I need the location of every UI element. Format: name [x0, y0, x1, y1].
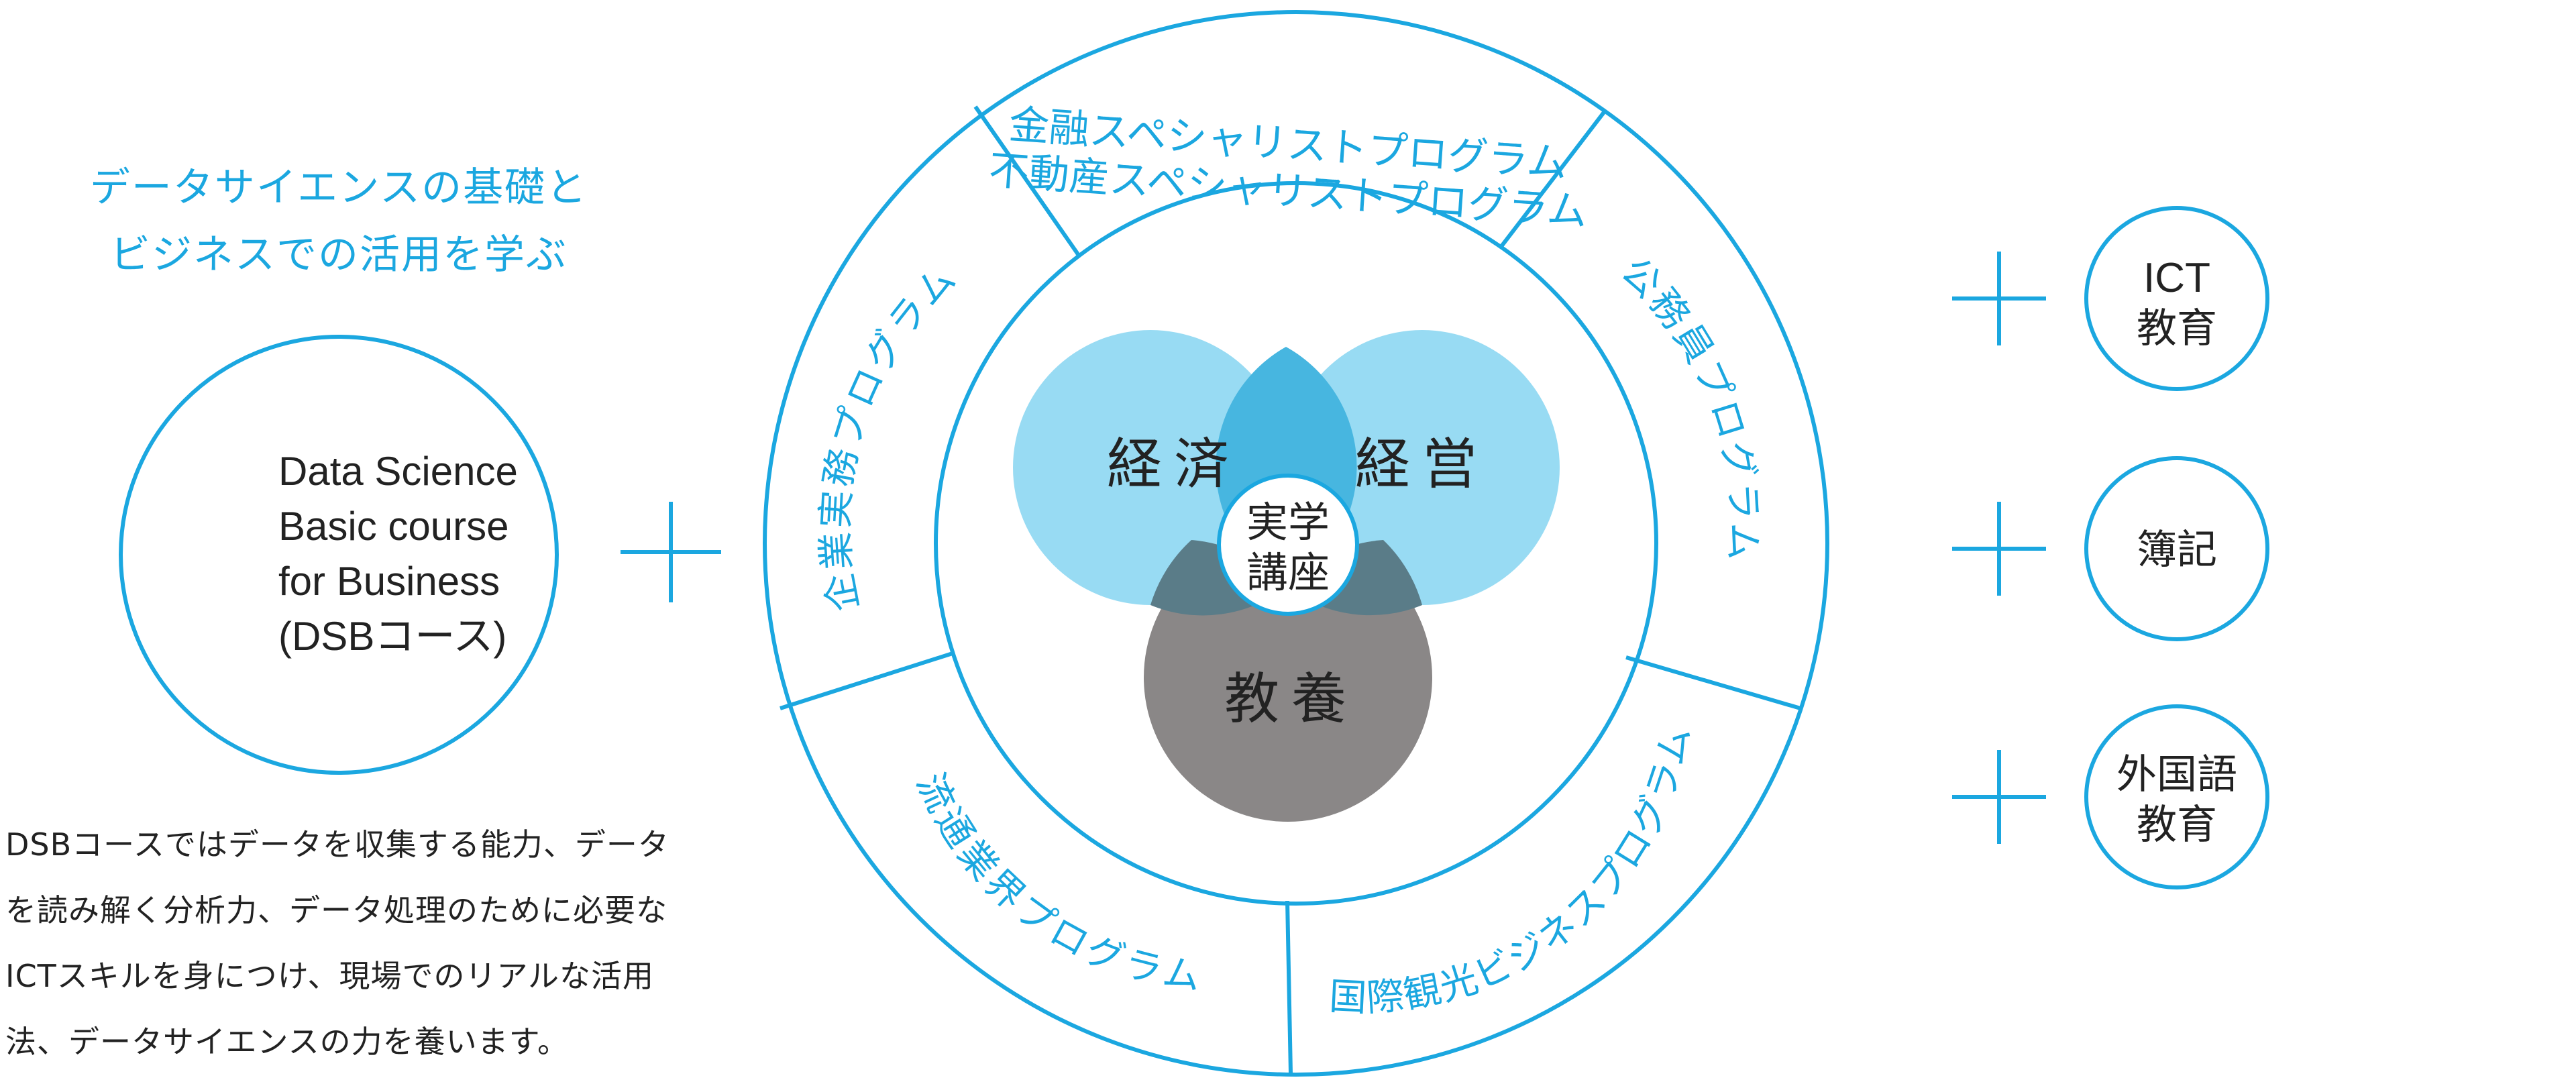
venn-management-label: 経営 [1355, 433, 1489, 496]
program-corporate-path: 企業実務プログラム [814, 256, 963, 615]
ict-education-circle [2084, 206, 2269, 391]
dsb-course-line-4: (DSBコース) [278, 614, 507, 659]
inner-ring [934, 181, 1658, 906]
center-label-line-1: 実学 [1246, 498, 1330, 547]
description-line-4: 法、データサイエンスの力を養います。 [5, 1024, 570, 1060]
dsb-course-line-3: for Business [278, 559, 500, 604]
plus-sign-bookkeeping [1952, 502, 2046, 596]
language-education-circle [2084, 704, 2269, 889]
venn-economics-label: 経済 [1107, 433, 1241, 496]
tagline-line-2: ビジネスでの活用を学ぶ [110, 231, 568, 278]
center-practical-circle [1217, 474, 1359, 616]
dsb-course-label: Data Science Basic course for Business (… [278, 444, 518, 664]
venn-liberal-arts-label: 教養 [1224, 667, 1358, 731]
description-line-1: DSBコースではデータを収集する能力、データ [5, 826, 669, 863]
ict-education-line-2: 教育 [2137, 305, 2217, 352]
tagline-line-1: データサイエンスの基礎と [89, 164, 588, 211]
dsb-course-line-2: Basic course [278, 504, 509, 549]
description-line-2: を読み解く分析力、データ処理のために必要な [5, 892, 667, 928]
plus-sign-ict [1952, 252, 2046, 345]
dsb-course-line-1: Data Science [278, 449, 518, 494]
center-label-line-2: 講座 [1246, 548, 1330, 597]
language-education-line-2: 教育 [2137, 802, 2217, 849]
ring-dividers [780, 105, 1801, 1074]
language-education-line-1: 外国語 [2116, 751, 2237, 798]
program-public-path: 公務員プログラム [1613, 250, 1763, 565]
description-line-3: ICTスキルを身につけ、現場でのリアルな活用 [5, 958, 655, 994]
bookkeeping-label: 簿記 [2137, 527, 2217, 574]
bookkeeping-circle [2084, 456, 2269, 641]
program-public-label: 公務員プログラム [1613, 250, 1766, 565]
program-distribution-label: 流通業界プログラム [908, 767, 1206, 999]
tagline: データサイエンスの基礎と ビジネスでの活用を学ぶ [0, 154, 678, 288]
program-distribution-path: 流通業界プログラム [908, 767, 1202, 999]
program-corporate-label: 企業実務プログラム [814, 256, 966, 615]
dsb-course-circle [119, 335, 559, 775]
dsb-description: DSBコースではデータを収集する能力、データ を読み解く分析力、データ処理のため… [5, 812, 743, 1075]
outer-ring [763, 10, 1829, 1077]
plus-sign-left [621, 502, 721, 602]
venn-diagram [1013, 330, 1560, 822]
plus-sign-language [1952, 750, 2046, 844]
ict-education-line-1: ICT [2143, 255, 2210, 301]
